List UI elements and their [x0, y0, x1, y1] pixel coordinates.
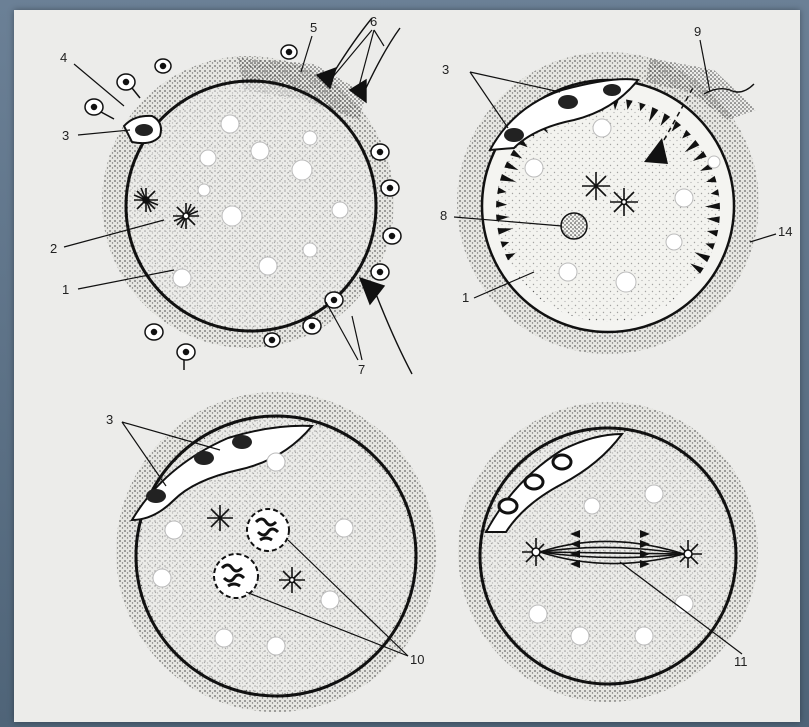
fertilization-diagram-sheet: 4 3 2 1 5 6 7: [14, 10, 800, 722]
panel-1-label-4: 4: [60, 50, 67, 65]
panel-3-label-3: 3: [106, 412, 113, 427]
panel-2-cortical-reaction: 3 9 8 14 1: [440, 24, 792, 354]
panel-1-label-5: 5: [310, 20, 317, 35]
panel-2-polar-nucleus-1: [504, 128, 524, 142]
panel-3-label-10: 10: [410, 652, 424, 667]
panel-2-label-14: 14: [778, 224, 792, 239]
panel-3-pronucleus-1: [247, 509, 289, 551]
panel-1-label-2: 2: [50, 241, 57, 256]
panel-1-label-7: 7: [358, 362, 365, 377]
panel-2-label-1: 1: [462, 290, 469, 305]
panel-4-label-11: 11: [734, 654, 748, 669]
panel-1-label-1: 1: [62, 282, 69, 297]
panel-3-pronucleus-2: [214, 554, 258, 598]
panel-1-label-3: 3: [62, 128, 69, 143]
panel-1-egg-with-sperm: 4 3 2 1 5 6 7: [50, 14, 412, 377]
panel-2-label-3: 3: [442, 62, 449, 77]
diagram-canvas: 4 3 2 1 5 6 7: [14, 10, 800, 722]
panel-1-polar-body-nucleus: [135, 124, 153, 136]
panel-2-polar-nucleus-3: [603, 84, 621, 96]
panel-4-oocyte-fill: [483, 431, 733, 681]
panel-3-polar-nucleus-2: [194, 451, 214, 465]
panel-3-polar-nucleus-1: [146, 489, 166, 503]
panel-3-pronuclei: 3 10: [106, 392, 436, 712]
panel-2-nucleus: [561, 213, 587, 239]
panel-2-label-9: 9: [694, 24, 701, 39]
panel-4-first-cleavage-spindle: 11: [458, 402, 758, 702]
panel-2-polar-nucleus-2: [558, 95, 578, 109]
panel-1-label-6: 6: [370, 14, 377, 29]
panel-3-polar-nucleus-3: [232, 435, 252, 449]
panel-2-label-8: 8: [440, 208, 447, 223]
